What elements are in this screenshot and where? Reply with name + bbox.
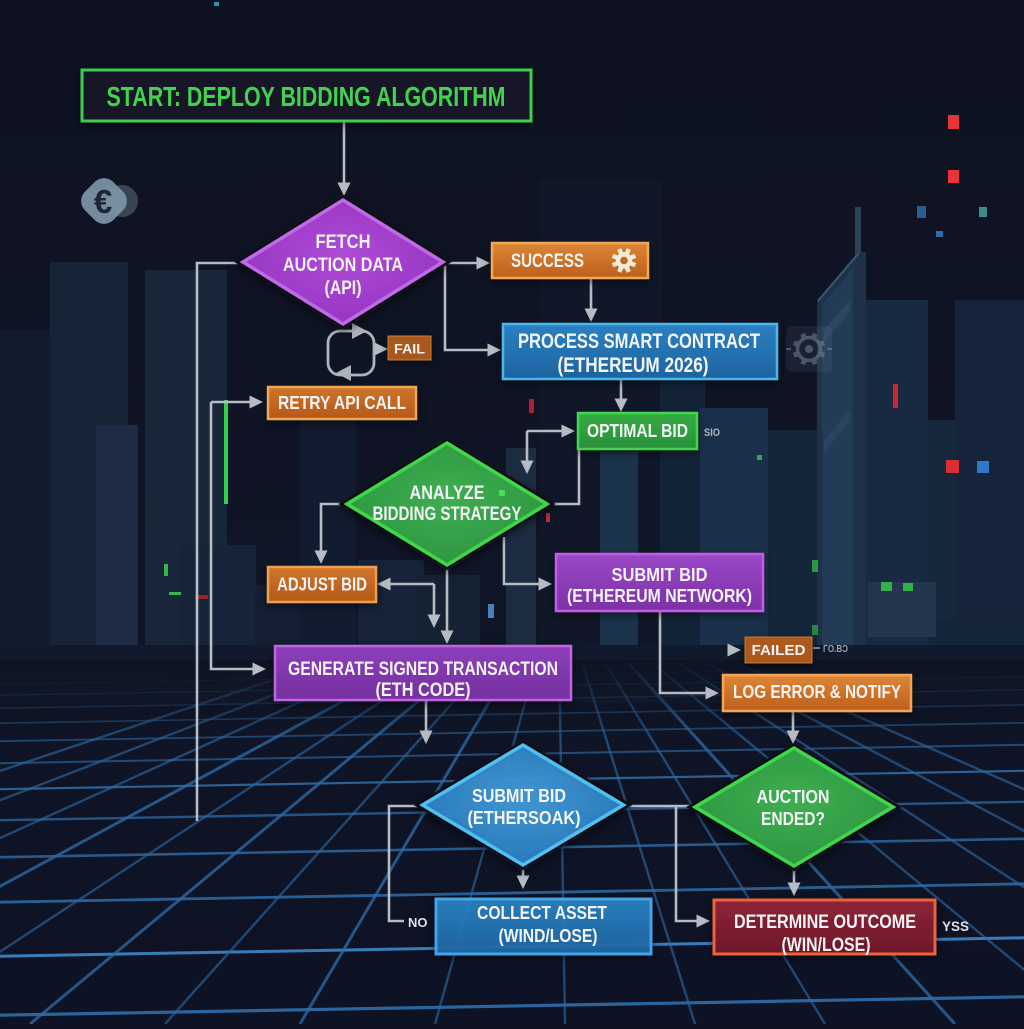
svg-text:BIDDING STRATEGY: BIDDING STRATEGY xyxy=(373,504,522,525)
svg-text:PROCESS SMART CONTRACT: PROCESS SMART CONTRACT xyxy=(518,329,760,353)
svg-text:SUBMIT BID: SUBMIT BID xyxy=(612,564,708,585)
svg-text:YSS: YSS xyxy=(942,919,969,934)
svg-text:AUCTION: AUCTION xyxy=(757,786,830,807)
svg-text:(API): (API) xyxy=(325,277,362,299)
svg-text:SUCCESS: SUCCESS xyxy=(511,251,584,272)
svg-text:(ETH CODE): (ETH CODE) xyxy=(376,680,471,701)
svg-text:(ETHEREUM NETWORK): (ETHEREUM NETWORK) xyxy=(567,585,752,606)
svg-text:GENERATE SIGNED TRANSACTION: GENERATE SIGNED TRANSACTION xyxy=(288,659,558,680)
svg-text:OPTIMAL BID: OPTIMAL BID xyxy=(587,421,688,441)
svg-text:RETRY API CALL: RETRY API CALL xyxy=(278,392,406,413)
svg-text:ENDED?: ENDED? xyxy=(761,808,825,829)
svg-text:(WIN/LOSE): (WIN/LOSE) xyxy=(782,935,871,956)
svg-text:SUBMIT BID: SUBMIT BID xyxy=(472,785,566,806)
svg-text:COLLECT ASSET: COLLECT ASSET xyxy=(477,902,608,923)
svg-text:NO: NO xyxy=(408,915,428,930)
svg-text:(WIND/LOSE): (WIND/LOSE) xyxy=(499,925,598,946)
svg-text:€: € xyxy=(94,183,112,220)
svg-text:START: DEPLOY BIDDING ALGORITH: START: DEPLOY BIDDING ALGORITHM xyxy=(107,81,506,112)
svg-text:DETERMINE OUTCOME: DETERMINE OUTCOME xyxy=(734,912,916,933)
svg-text:ADJUST BID: ADJUST BID xyxy=(277,575,367,595)
svg-text:FAIL: FAIL xyxy=(394,341,425,357)
svg-text:AUCTION DATA: AUCTION DATA xyxy=(283,254,403,276)
svg-text:SIO: SIO xyxy=(704,427,720,439)
svg-text:LOG ERROR & NOTIFY: LOG ERROR & NOTIFY xyxy=(733,682,901,702)
svg-text:(ETHEREUM 2026): (ETHEREUM 2026) xyxy=(558,353,709,377)
svg-text:(ETHERSOAK): (ETHERSOAK) xyxy=(468,807,581,828)
svg-text:FETCH: FETCH xyxy=(316,231,371,253)
svg-text:ANALYZE: ANALYZE xyxy=(410,483,485,504)
svg-text:FAILED: FAILED xyxy=(752,642,806,659)
svg-text:ΓO.BƆ: ΓO.BƆ xyxy=(823,644,848,655)
